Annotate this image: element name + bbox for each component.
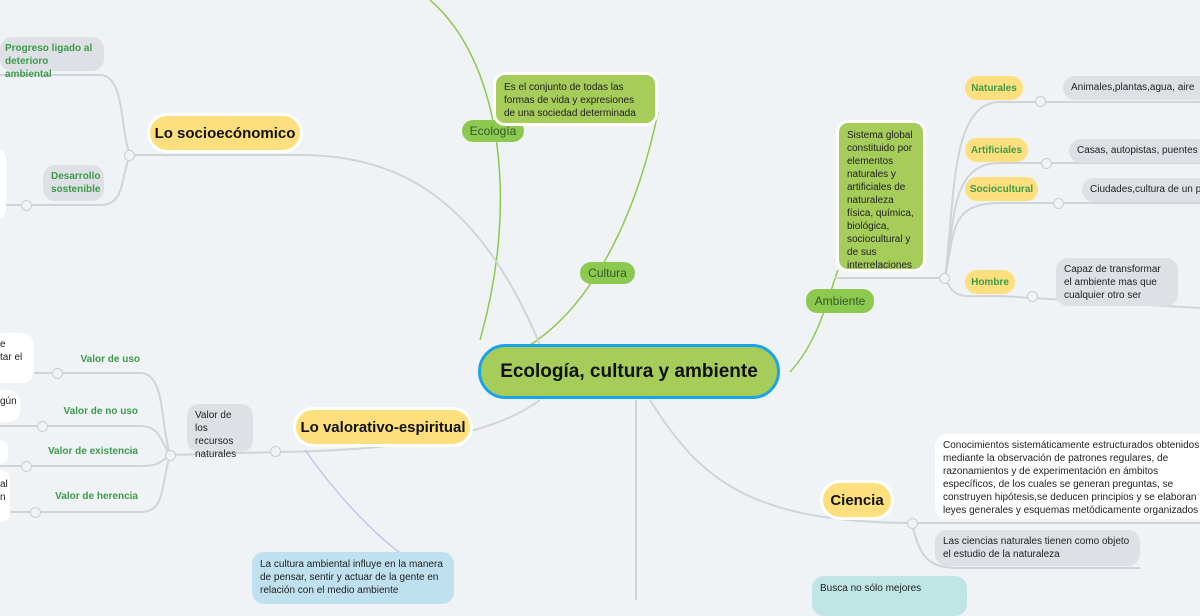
ambiente-definition[interactable]: Sistema global constituido por elementos… [836, 120, 926, 272]
connector-dot[interactable] [52, 368, 63, 379]
extra-note[interactable]: Busca no sólo mejores [812, 576, 967, 616]
connector-dot[interactable] [165, 450, 176, 461]
connector-dot[interactable] [907, 518, 918, 529]
connector-dot[interactable] [270, 446, 281, 457]
valor-herencia[interactable]: Valor de herencia [55, 491, 138, 502]
hombre-detail[interactable]: Capaz de transformar el ambiente mas que… [1056, 258, 1178, 306]
ecologia-definition[interactable]: Es el conjunto de todas las formas de vi… [493, 72, 658, 126]
topic-valorativo[interactable]: Lo valorativo-espiritual [293, 407, 473, 447]
connector-dot[interactable] [1027, 291, 1038, 302]
partial-node-existencia[interactable] [0, 440, 8, 464]
connector-dot[interactable] [939, 273, 950, 284]
connector-dot[interactable] [30, 507, 41, 518]
connector-lines [0, 0, 1200, 600]
ambiente-sociocultural[interactable]: Sociocultural [965, 177, 1038, 201]
ciencia-note[interactable]: Las ciencias naturales tienen como objet… [935, 530, 1140, 566]
valor-recursos[interactable]: Valor de los recursos naturales [187, 404, 253, 460]
naturales-detail[interactable]: Animales,plantas,agua, aire [1063, 76, 1200, 100]
sociocultural-detail[interactable]: Ciudades,cultura de un p [1082, 178, 1200, 202]
valor-uso[interactable]: Valor de uso [80, 354, 140, 365]
topic-socioeconomico[interactable]: Lo socioecónomico [147, 113, 303, 153]
artificiales-detail[interactable]: Casas, autopistas, puentes [1069, 139, 1200, 163]
partial-node-herencia[interactable]: al n [0, 470, 10, 522]
ambiente-artificiales[interactable]: Artificiales [965, 138, 1028, 162]
partial-node-no-uso[interactable]: gún [0, 390, 20, 422]
connector-dot[interactable] [1053, 198, 1064, 209]
central-topic[interactable]: Ecología, cultura y ambiente [478, 344, 780, 399]
topic-ambiente[interactable]: Ambiente [806, 289, 874, 313]
connector-dot[interactable] [124, 150, 135, 161]
valor-no-uso[interactable]: Valor de no uso [63, 406, 138, 417]
socio-progreso[interactable]: Progreso ligado al deterioro ambiental [0, 37, 104, 80]
partial-node[interactable] [0, 150, 6, 218]
ambiente-naturales[interactable]: Naturales [965, 76, 1023, 100]
connector-dot[interactable] [21, 461, 32, 472]
connector-dot[interactable] [21, 200, 32, 211]
ambiente-hombre[interactable]: Hombre [965, 270, 1015, 294]
topic-cultura[interactable]: Cultura [580, 262, 635, 284]
valor-existencia[interactable]: Valor de existencia [47, 446, 138, 457]
ciencia-definition[interactable]: Conocimientos sistemáticamente estructur… [935, 434, 1200, 519]
topic-ciencia[interactable]: Ciencia [820, 480, 894, 520]
valorativo-note[interactable]: La cultura ambiental influye en la maner… [252, 552, 454, 604]
connector-dot[interactable] [1035, 96, 1046, 107]
connector-dot[interactable] [37, 421, 48, 432]
connector-dot[interactable] [1041, 158, 1052, 169]
socio-desarrollo[interactable]: Desarrollo sostenible [43, 165, 104, 201]
partial-node-uso[interactable]: e tar el [0, 333, 34, 383]
